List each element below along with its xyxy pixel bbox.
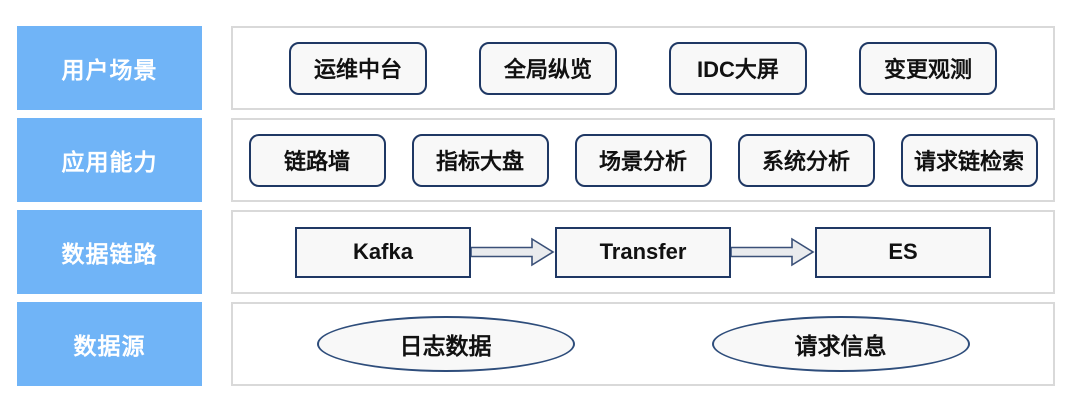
node-kafka: Kafka [295,226,471,278]
node-system-analysis: 系统分析 [737,133,875,187]
row-label-user-scenarios: 用户场景 [17,26,202,110]
row-app-abilities: 应用能力 链路墙 指标大盘 场景分析 系统分析 请求链检索 [17,118,1080,202]
row-label-data-sources: 数据源 [17,302,202,386]
node-global-overview: 全局纵览 [479,41,617,95]
panel-data-pipeline: Kafka Transfer ES [231,210,1055,294]
node-scene-analysis: 场景分析 [574,133,712,187]
node-request-chain-search: 请求链检索 [900,133,1038,187]
node-request-info: 请求信息 [711,316,970,372]
node-es: ES [815,226,991,278]
row-user-scenarios: 用户场景 运维中台 全局纵览 IDC大屏 变更观测 [17,26,1080,110]
panel-data-sources: 日志数据 请求信息 [231,302,1055,386]
panel-app-abilities: 链路墙 指标大盘 场景分析 系统分析 请求链检索 [231,118,1055,202]
row-data-sources: 数据源 日志数据 请求信息 [17,302,1080,386]
flow-arrow-icon [471,237,555,267]
node-log-data: 日志数据 [316,316,575,372]
node-ops-platform: 运维中台 [289,41,427,95]
panel-user-scenarios: 运维中台 全局纵览 IDC大屏 变更观测 [231,26,1055,110]
row-label-data-pipeline: 数据链路 [17,210,202,294]
row-data-pipeline: 数据链路 Kafka Transfer ES [17,210,1080,294]
flow-arrow-icon [731,237,815,267]
row-label-app-abilities: 应用能力 [17,118,202,202]
node-metric-dashboard: 指标大盘 [411,133,549,187]
node-transfer: Transfer [555,226,731,278]
node-change-observation: 变更观测 [859,41,997,95]
node-trace-wall: 链路墙 [248,133,386,187]
node-idc-screen: IDC大屏 [669,41,807,95]
